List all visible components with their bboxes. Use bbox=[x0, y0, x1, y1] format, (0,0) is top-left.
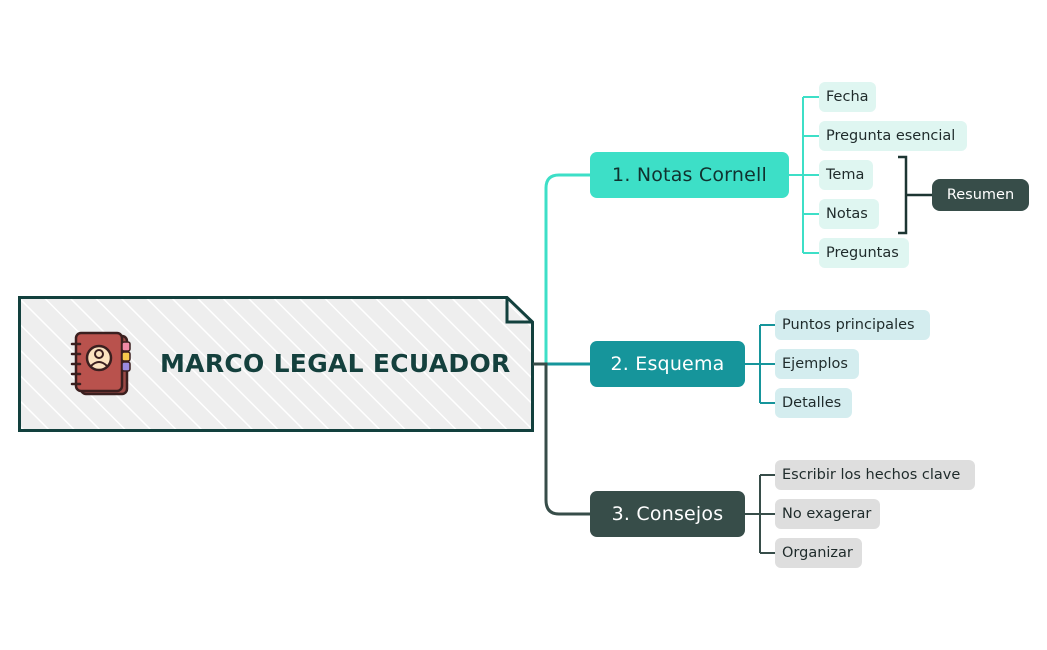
leaf-preguntas[interactable]: Preguntas bbox=[819, 238, 909, 268]
leaf-pregunta-esencial[interactable]: Pregunta esencial bbox=[819, 121, 967, 151]
link-root-branch3 bbox=[533, 362, 592, 516]
branch-esquema[interactable]: 2. Esquema bbox=[590, 341, 745, 387]
link-root-branch1 bbox=[533, 173, 592, 366]
leaf-puntos-principales[interactable]: Puntos principales bbox=[775, 310, 930, 340]
summary-resumen[interactable]: Resumen bbox=[932, 179, 1029, 211]
links-branch3-leaves bbox=[745, 474, 776, 554]
leaf-tema[interactable]: Tema bbox=[819, 160, 873, 190]
leaf-fecha[interactable]: Fecha bbox=[819, 82, 876, 112]
leaf-notas[interactable]: Notas bbox=[819, 199, 879, 229]
leaf-detalles[interactable]: Detalles bbox=[775, 388, 852, 418]
links-branch1-leaves bbox=[789, 96, 820, 254]
root-title[interactable]: MARCO LEGAL ECUADOR bbox=[160, 348, 511, 378]
leaf-escribir-hechos[interactable]: Escribir los hechos clave bbox=[775, 460, 975, 490]
address-book-icon bbox=[70, 331, 131, 396]
branch-notas-cornell[interactable]: 1. Notas Cornell bbox=[590, 152, 789, 198]
leaf-ejemplos[interactable]: Ejemplos bbox=[775, 349, 859, 379]
branch-consejos[interactable]: 3. Consejos bbox=[590, 491, 745, 537]
leaf-organizar[interactable]: Organizar bbox=[775, 538, 862, 568]
summary-bracket bbox=[898, 155, 932, 235]
root-fold bbox=[505, 297, 533, 324]
leaf-no-exagerar[interactable]: No exagerar bbox=[775, 499, 880, 529]
root-box bbox=[18, 296, 534, 432]
links-branch2-leaves bbox=[745, 324, 776, 404]
